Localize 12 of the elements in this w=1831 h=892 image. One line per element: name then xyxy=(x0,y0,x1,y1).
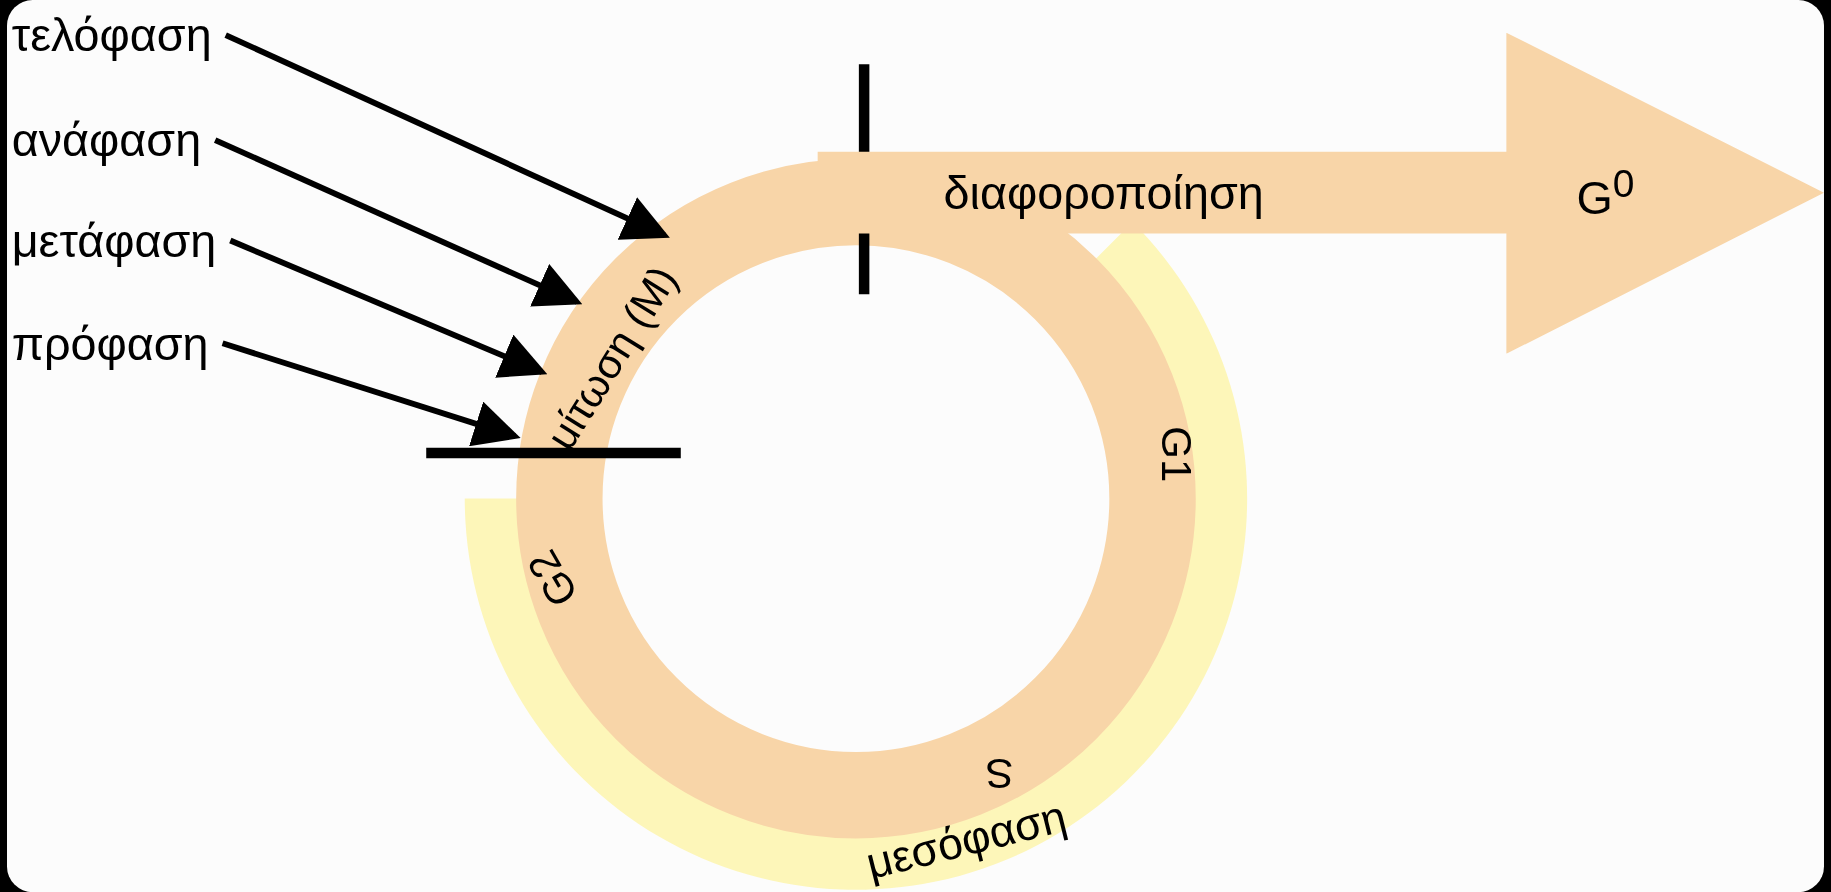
phase-label: τελόφαση xyxy=(11,11,212,59)
arrow xyxy=(224,32,670,240)
phase-label: ανάφαση xyxy=(11,116,202,164)
phase-label: G1 xyxy=(1154,426,1197,483)
phase-label: S xyxy=(985,752,1014,795)
phase-label: G2 xyxy=(520,543,586,614)
phase-label: G$^{0}$ xyxy=(1576,164,1635,222)
differentiation-arrow xyxy=(817,32,1824,354)
process-label: διαφοροποίηση xyxy=(943,169,1264,217)
arrow xyxy=(213,137,583,307)
arrow xyxy=(229,237,548,378)
arrow xyxy=(221,340,521,447)
